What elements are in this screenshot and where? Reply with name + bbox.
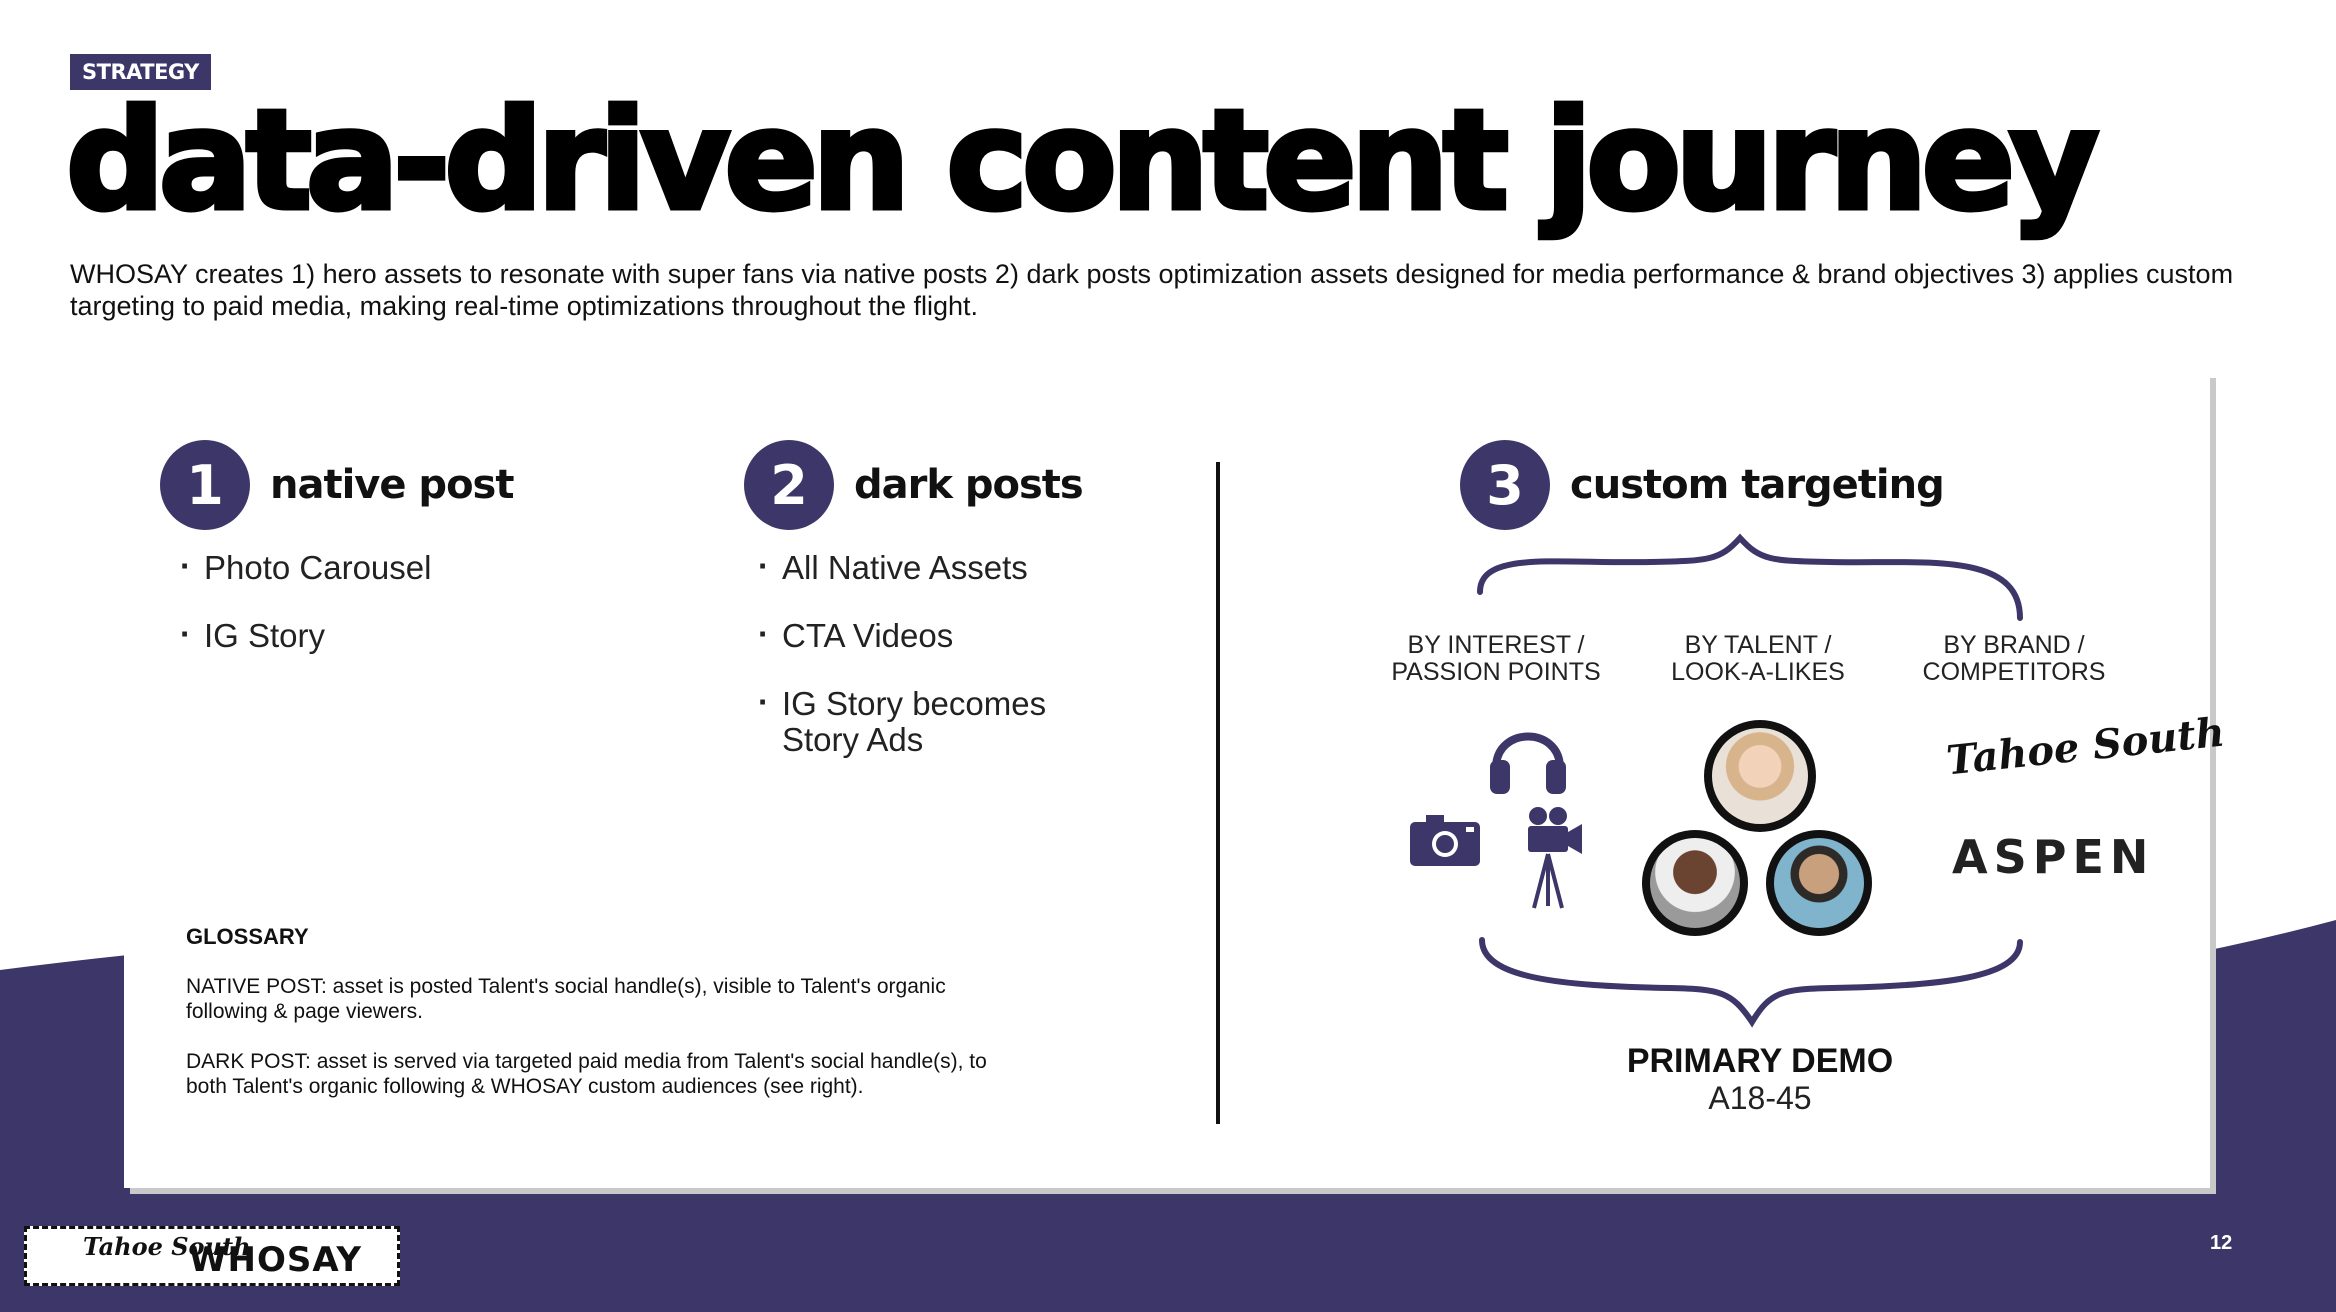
target-category-talent: BY TALENT / LOOK-A-LIKES <box>1671 631 1845 686</box>
camera-icon <box>1410 815 1480 866</box>
talent-avatar <box>1704 720 1816 832</box>
target-category-interest: BY INTEREST / PASSION POINTS <box>1391 631 1601 686</box>
headphones-icon <box>1490 732 1566 794</box>
page-title: data-driven content journey <box>63 80 2101 241</box>
target-category-brand: BY BRAND / COMPETITORS <box>1922 631 2106 686</box>
primary-demo-value: A18-45 <box>1708 1080 1812 1116</box>
native-post-list: Photo Carousel IG Story <box>180 548 640 686</box>
step-custom-targeting: 3 custom targeting <box>1460 440 1945 530</box>
step-number-badge: 2 <box>744 440 834 530</box>
step-native-post: 1 native post <box>160 440 514 530</box>
list-item: IG Story becomes Story Ads <box>758 684 1088 758</box>
step-title: native post <box>270 462 514 508</box>
movie-camera-icon <box>1528 807 1582 909</box>
column-divider <box>1216 462 1220 1124</box>
glossary-heading: GLOSSARY <box>186 924 309 949</box>
page-number: 12 <box>2210 1232 2233 1254</box>
primary-demo-heading: PRIMARY DEMO <box>1626 1042 1894 1080</box>
list-item: CTA Videos <box>758 616 1088 654</box>
step-number-badge: 3 <box>1460 440 1550 530</box>
talent-avatar <box>1642 830 1748 936</box>
glossary-native: NATIVE POST: asset is posted Talent's so… <box>186 975 946 1023</box>
list-item: IG Story <box>180 616 640 654</box>
talent-avatar <box>1766 830 1872 936</box>
glossary-dark: DARK POST: asset is served via targeted … <box>186 1050 987 1098</box>
intro-text: WHOSAY creates 1) hero assets to resonat… <box>70 259 2234 321</box>
footer-whosay-logo: WHOSAY <box>189 1240 363 1280</box>
step-dark-posts: 2 dark posts <box>744 440 1084 530</box>
list-item: Photo Carousel <box>180 548 640 586</box>
aspen-logo: ASPEN <box>1952 830 2155 884</box>
content-card <box>124 372 2210 1188</box>
step-number-badge: 1 <box>160 440 250 530</box>
bottom-brace <box>1479 937 2023 1028</box>
footer-tahoe-logo: Tahoe South <box>83 1232 251 1261</box>
step-title: dark posts <box>854 462 1084 508</box>
section-tag: STRATEGY <box>70 54 211 90</box>
dark-posts-list: All Native Assets CTA Videos IG Story be… <box>758 548 1088 790</box>
footer-logo: Tahoe South WHOSAY <box>24 1226 400 1286</box>
list-item: All Native Assets <box>758 548 1088 586</box>
top-brace <box>1477 533 2023 621</box>
step-title: custom targeting <box>1570 462 1945 508</box>
